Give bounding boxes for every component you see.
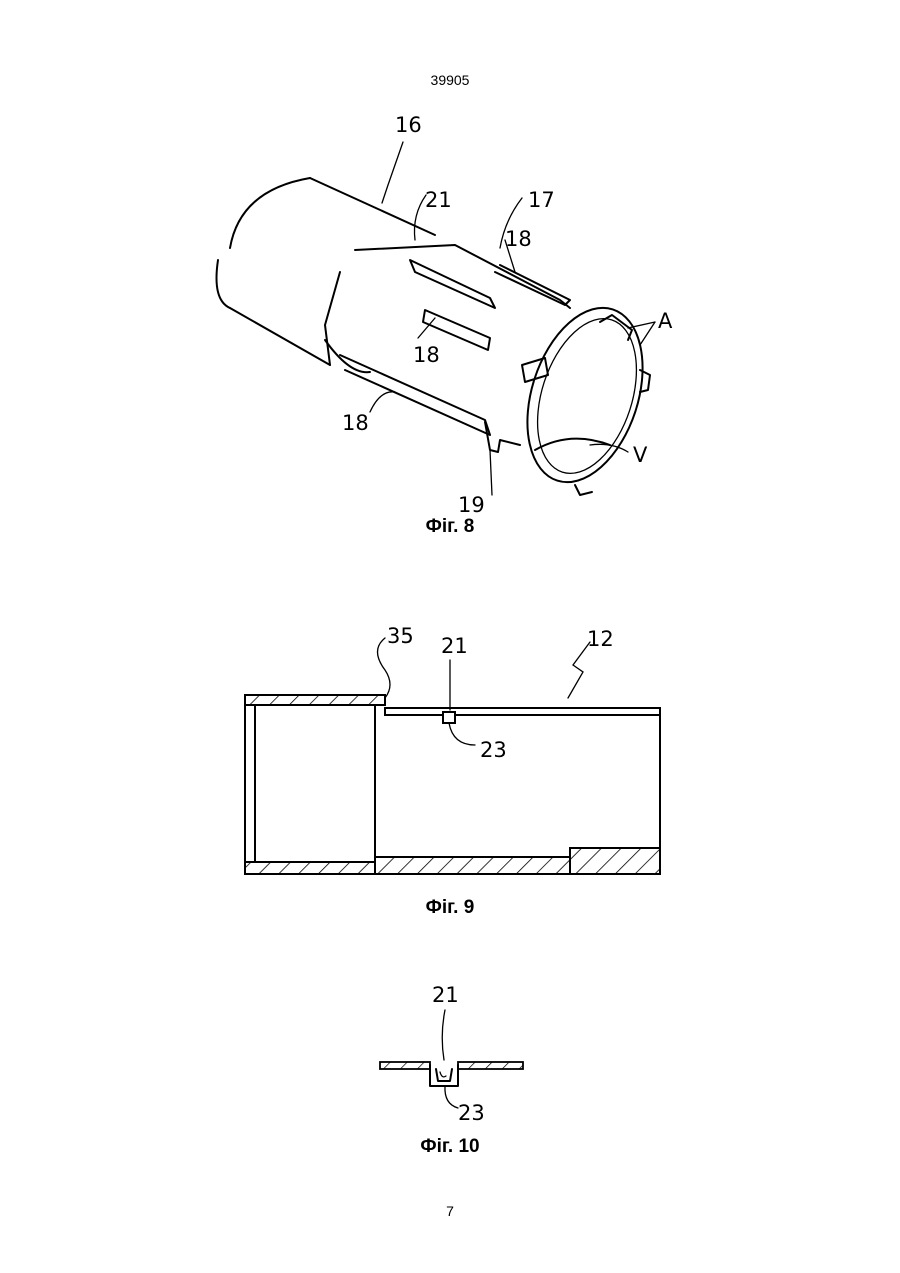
fig8-back-end-arc-lower: [217, 260, 231, 308]
fig8-notch-19: [485, 422, 520, 452]
fig10-wall-right: [458, 1062, 523, 1069]
fig9-label-12: 12: [587, 627, 614, 651]
fig9-bottom-wall-right: [570, 848, 660, 874]
fig9-tab-23: [443, 712, 455, 723]
fig8-label-16: 16: [395, 113, 422, 137]
fig9-leader-23: [449, 723, 475, 745]
figure-8-caption: Фіг. 8: [0, 516, 900, 538]
fig8-leader-18-mid: [418, 318, 435, 338]
fig8-leader-18-low: [370, 392, 395, 412]
figure-9-drawing: 35 21 12 23: [235, 620, 675, 890]
fig10-leader-21: [442, 1010, 445, 1060]
fig9-top-wall-thick: [245, 695, 385, 705]
fig8-label-A: A: [658, 309, 673, 333]
page-footer-number: 7: [0, 1203, 900, 1219]
fig10-leader-23: [445, 1086, 458, 1108]
fig8-leader-16: [382, 142, 403, 203]
fig8-rib-upper: [410, 260, 495, 308]
fig8-leader-V: [590, 444, 628, 452]
fig9-label-35: 35: [387, 624, 414, 648]
figure-8-drawing: 16 21 17 18 A 18 18 V 19: [200, 100, 700, 520]
fig10-wall-left: [380, 1062, 430, 1069]
fig10-tab-curl: [440, 1072, 446, 1077]
fig8-label-19: 19: [458, 493, 485, 517]
fig10-tab-inner: [436, 1069, 452, 1081]
figure-10-drawing: 21 23: [370, 980, 540, 1135]
fig9-label-21: 21: [441, 634, 468, 658]
fig9-bottom-wall-left: [245, 862, 375, 874]
fig9-bottom-wall-mid: [375, 857, 570, 874]
fig8-slot-top-edge: [355, 245, 570, 308]
fig8-front-tab-bottom: [575, 485, 592, 495]
fig9-top-wall-thin: [385, 708, 660, 715]
fig8-top-outline: [310, 178, 435, 235]
fig10-label-21: 21: [432, 983, 459, 1007]
fig8-label-18-mid: 18: [413, 343, 440, 367]
page-header-number: 39905: [0, 72, 900, 88]
fig8-label-21: 21: [425, 188, 452, 212]
fig8-inner-window: [522, 358, 548, 382]
fig8-bottom-outline: [230, 308, 330, 365]
fig8-label-V: V: [633, 443, 648, 467]
fig10-tab-outline: [430, 1065, 458, 1086]
fig10-label-23: 23: [458, 1101, 485, 1125]
fig8-back-end-arc: [230, 178, 310, 248]
fig8-slot-inner: [325, 340, 370, 372]
fig9-label-23: 23: [480, 738, 507, 762]
fig8-label-18-low: 18: [342, 411, 369, 435]
fig8-label-18-top: 18: [505, 227, 532, 251]
figure-9-caption: Фіг. 9: [0, 897, 900, 919]
fig8-label-17: 17: [528, 188, 555, 212]
fig8-leader-19: [490, 450, 492, 495]
figure-10-caption: Фіг. 10: [0, 1136, 900, 1158]
